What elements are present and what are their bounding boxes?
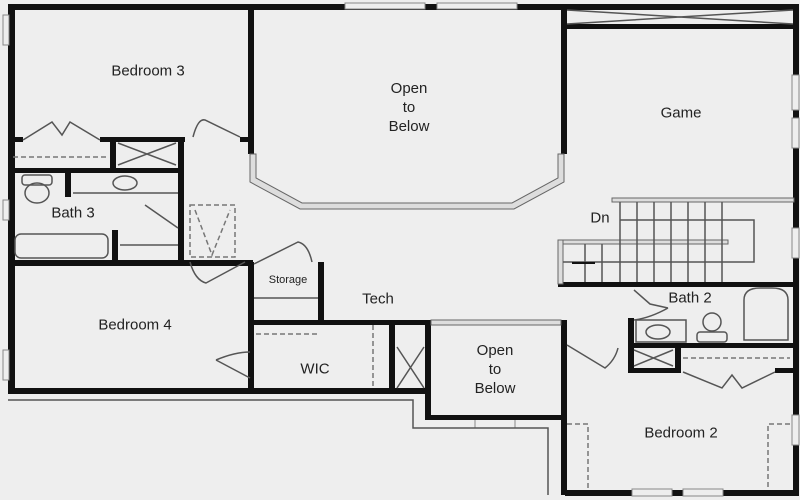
- room-label-game: Game: [660, 104, 702, 122]
- window: [631, 488, 673, 497]
- wall: [628, 368, 678, 373]
- toilet-tank: [21, 174, 53, 186]
- room-label-open-to-below: Open to Below: [388, 79, 430, 135]
- stair-rail: [557, 239, 729, 245]
- window: [2, 14, 10, 46]
- wall: [389, 325, 395, 390]
- door-swing: [253, 241, 313, 265]
- bath-door: [120, 204, 179, 246]
- wall: [8, 168, 183, 173]
- closet-outline: [567, 423, 790, 488]
- wall: [178, 137, 184, 262]
- room-label-bath-3: Bath 3: [51, 204, 95, 222]
- closet-doors: [22, 120, 101, 141]
- wall: [567, 24, 797, 29]
- toilet-bowl: [24, 182, 50, 204]
- room-label-bedroom-2: Bedroom 2: [644, 424, 718, 442]
- room-label-wic: WIC: [300, 360, 330, 378]
- room-label-storage: Storage: [268, 274, 308, 287]
- stair-rail: [557, 239, 564, 285]
- sink: [112, 175, 138, 191]
- wall: [65, 172, 71, 197]
- wall: [112, 230, 118, 262]
- attic-access: [189, 204, 236, 258]
- door-swing: [566, 344, 619, 369]
- wall: [425, 415, 567, 420]
- window: [791, 74, 800, 111]
- window: [791, 227, 800, 259]
- door-swing: [189, 261, 246, 284]
- door-swing: [215, 351, 251, 379]
- wall: [628, 343, 798, 348]
- south-wall-left: [8, 388, 428, 394]
- room-label-open-to-below-2: Open to Below: [474, 341, 516, 397]
- wall: [775, 368, 798, 373]
- vanity: [635, 319, 687, 343]
- linen: [117, 142, 177, 166]
- wall: [8, 260, 253, 266]
- wall: [318, 262, 324, 322]
- south-wall-right: [565, 490, 799, 496]
- window: [2, 349, 10, 381]
- wall: [100, 137, 185, 142]
- attic-ladder: [194, 209, 231, 258]
- wall: [248, 262, 254, 392]
- window: [2, 199, 10, 221]
- window: [791, 117, 800, 149]
- room-label-bedroom-3: Bedroom 3: [111, 62, 185, 80]
- stairs-down-label: Dn: [590, 209, 610, 227]
- bathtub: [743, 287, 789, 341]
- window: [682, 488, 724, 497]
- closet-doors: [682, 371, 776, 389]
- wall: [561, 320, 567, 495]
- wall: [425, 320, 431, 420]
- wall: [240, 137, 254, 142]
- linen: [396, 346, 425, 389]
- window: [344, 2, 426, 10]
- window: [791, 414, 800, 446]
- toilet-bowl: [702, 312, 722, 332]
- west-wall: [8, 4, 15, 394]
- closet-shelf: [566, 9, 794, 25]
- room-label-bath-2: Bath 2: [668, 289, 712, 307]
- window: [436, 2, 518, 10]
- wall: [8, 137, 23, 142]
- wall: [110, 137, 116, 172]
- wall: [558, 282, 798, 287]
- wall: [254, 320, 324, 325]
- bathtub: [14, 233, 109, 259]
- stair-rail: [611, 197, 795, 203]
- bath-door: [633, 289, 669, 321]
- sink: [645, 324, 671, 340]
- roof-line: [8, 399, 549, 495]
- room-label-bedroom-4: Bedroom 4: [98, 316, 172, 334]
- railing: [249, 153, 565, 210]
- room-label-tech: Tech: [362, 290, 394, 308]
- wall: [320, 320, 428, 325]
- linen: [633, 349, 674, 367]
- wall: [675, 343, 681, 373]
- wall: [248, 4, 254, 154]
- wall: [561, 4, 567, 154]
- railing: [430, 319, 562, 326]
- toilet-tank: [696, 331, 728, 343]
- door-swing: [192, 119, 241, 138]
